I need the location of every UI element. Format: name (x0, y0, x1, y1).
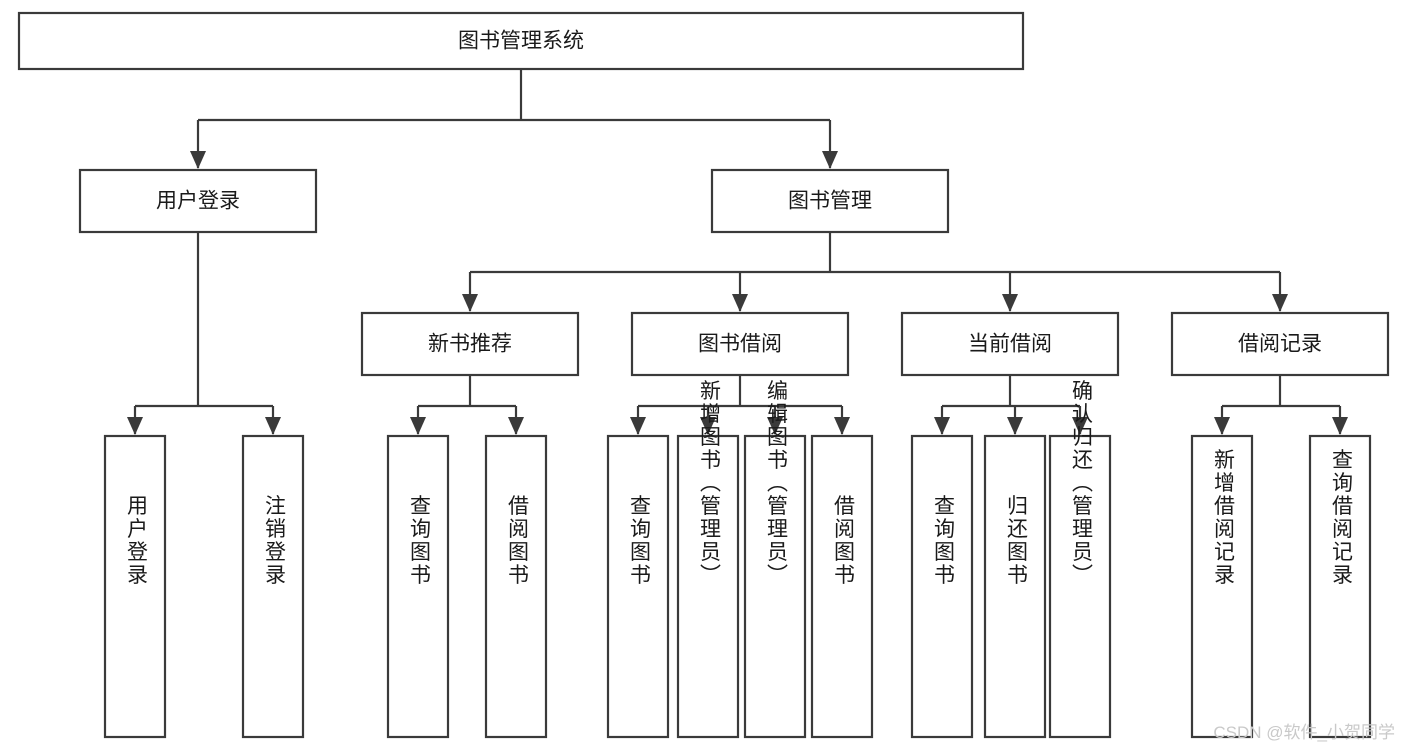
arrowhead-leaf-4-1 (1332, 417, 1348, 435)
leaf-node-label: 用户登录 (124, 495, 148, 587)
level3-node-label: 图书借阅 (698, 333, 782, 356)
leaf-node-label: 新增借阅记录 (1211, 449, 1235, 587)
level2-node[interactable]: 图书管理 (710, 168, 950, 234)
arrowhead-leaf-0-0 (127, 417, 143, 435)
connectors-layer (127, 69, 1348, 435)
leaf-node[interactable]: 新增图书（管理员） (676, 380, 740, 739)
leaf-node-label: 查询借阅记录 (1329, 449, 1353, 587)
leaf-node-rect (241, 434, 305, 739)
leaf-node-label: 查询图书 (407, 495, 431, 587)
arrowhead-level3-3 (1272, 294, 1288, 312)
leaf-node[interactable]: 确认归还（管理员） (1048, 380, 1112, 739)
level3-node-rect (360, 311, 580, 377)
leaf-node[interactable]: 注销登录 (241, 434, 305, 739)
leaf-node[interactable]: 编辑图书（管理员） (743, 380, 807, 739)
arrowhead-level3-1 (732, 294, 748, 312)
level2-node-label: 用户登录 (156, 190, 240, 213)
leaf-node-label: 归还图书 (1004, 495, 1028, 587)
leaf-node-label: 借阅图书 (505, 495, 529, 587)
leaf-node[interactable]: 借阅图书 (810, 434, 874, 739)
leaf-node-label: 编辑图书（管理员） (764, 380, 788, 587)
leaf-node[interactable]: 借阅图书 (484, 434, 548, 739)
arrowhead-level3-0 (462, 294, 478, 312)
leaf-node[interactable]: 查询图书 (910, 434, 974, 739)
leaf-node[interactable]: 查询图书 (606, 434, 670, 739)
leaf-node-rect (386, 434, 450, 739)
arrowhead-leaf-0-1 (265, 417, 281, 435)
level3-node-rect (1170, 311, 1390, 377)
arrowhead-leaf-1-0 (410, 417, 426, 435)
leaf-node-label: 确认归还（管理员） (1069, 380, 1093, 587)
level3-node[interactable]: 当前借阅 (900, 311, 1120, 377)
level2-node-rect (78, 168, 318, 234)
level3-node-label: 借阅记录 (1238, 333, 1322, 356)
arrowhead-leaf-4-0 (1214, 417, 1230, 435)
level2-node-rect (710, 168, 950, 234)
nodes-layer: 图书管理系统用户登录图书管理新书推荐图书借阅当前借阅借阅记录用户登录注销登录查询… (17, 11, 1390, 739)
arrowhead-level3-2 (1002, 294, 1018, 312)
root-node[interactable]: 图书管理系统 (17, 11, 1025, 71)
arrowhead-leaf-3-0 (934, 417, 950, 435)
arrowhead-level2-0 (190, 151, 206, 169)
leaf-node-rect (484, 434, 548, 739)
arrowhead-leaf-2-3 (834, 417, 850, 435)
leaf-node-label: 注销登录 (262, 495, 286, 587)
arrowhead-leaf-2-2 (767, 417, 783, 435)
leaf-node-rect (1048, 434, 1112, 739)
leaf-node-label: 借阅图书 (831, 495, 855, 587)
leaf-node[interactable]: 查询借阅记录 (1308, 434, 1372, 739)
leaf-node-label: 新增图书（管理员） (697, 380, 721, 587)
arrowhead-leaf-3-2 (1072, 417, 1088, 435)
level3-node-rect (900, 311, 1120, 377)
leaf-node[interactable]: 新增借阅记录 (1190, 434, 1254, 739)
leaf-node-rect (910, 434, 974, 739)
leaf-node-rect (1190, 434, 1254, 739)
level3-node[interactable]: 借阅记录 (1170, 311, 1390, 377)
level2-node[interactable]: 用户登录 (78, 168, 318, 234)
arrowhead-level2-1 (822, 151, 838, 169)
leaf-node-rect (810, 434, 874, 739)
root-node-label: 图书管理系统 (458, 30, 584, 53)
leaf-node-rect (103, 434, 167, 739)
level3-node-label: 当前借阅 (968, 333, 1052, 356)
level3-node-rect (630, 311, 850, 377)
level2-node-label: 图书管理 (788, 190, 872, 213)
leaf-node-rect (983, 434, 1047, 739)
arrowhead-leaf-1-1 (508, 417, 524, 435)
level3-node-label: 新书推荐 (428, 333, 512, 356)
arrowhead-leaf-2-0 (630, 417, 646, 435)
leaf-node[interactable]: 查询图书 (386, 434, 450, 739)
leaf-node-rect (743, 434, 807, 739)
root-node-rect (17, 11, 1025, 71)
level3-node[interactable]: 图书借阅 (630, 311, 850, 377)
leaf-node-label: 查询图书 (931, 495, 955, 587)
arrowhead-leaf-2-1 (700, 417, 716, 435)
leaf-node-rect (606, 434, 670, 739)
level3-node[interactable]: 新书推荐 (360, 311, 580, 377)
leaf-node-rect (676, 434, 740, 739)
leaf-node[interactable]: 用户登录 (103, 434, 167, 739)
leaf-node[interactable]: 归还图书 (983, 434, 1047, 739)
arrowhead-leaf-3-1 (1007, 417, 1023, 435)
leaf-node-rect (1308, 434, 1372, 739)
leaf-node-label: 查询图书 (627, 495, 651, 587)
